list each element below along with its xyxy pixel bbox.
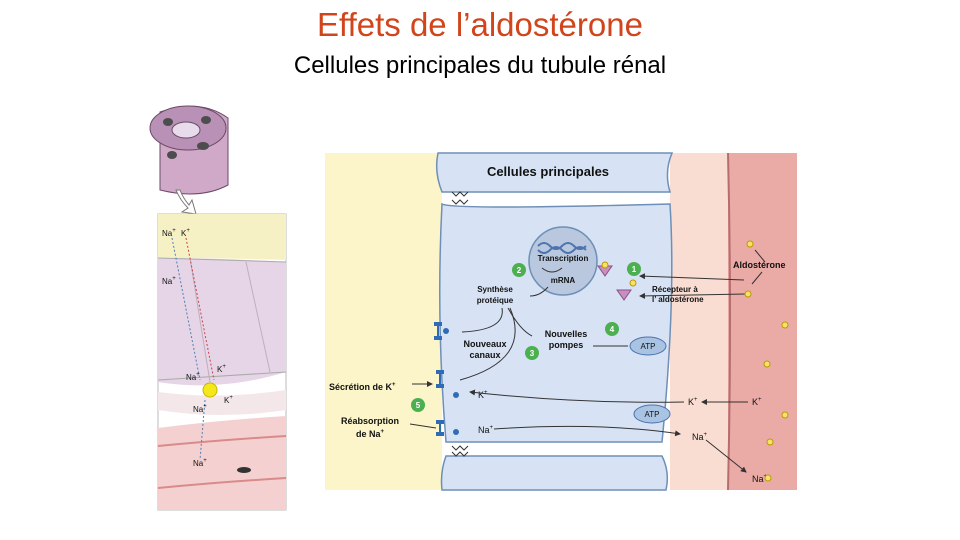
na-label-cell: Na+ <box>478 425 494 435</box>
synthese-label-1: Synthèse <box>477 285 513 294</box>
synthese-label-2: protéique <box>477 296 514 305</box>
step-badge-2: 2 <box>512 263 526 277</box>
svg-text:ATP: ATP <box>645 410 660 419</box>
zoom-na-label-5: Na+ <box>193 458 207 468</box>
bottom-cell <box>440 455 669 491</box>
nucleus: Transcription mRNA <box>528 226 598 296</box>
top-cell <box>435 152 674 193</box>
svg-text:4: 4 <box>610 325 615 334</box>
cells-header: Cellules principales <box>487 164 609 179</box>
zoom-k-label-3: K+ <box>224 395 233 405</box>
k-label-capillary: K+ <box>752 397 762 407</box>
na-label-interstitium: Na+ <box>692 432 708 442</box>
reabsorption-label-1: Réabsorption <box>341 416 399 426</box>
step-badge-4: 4 <box>605 322 619 336</box>
zoom-na-label-3: Na+ <box>186 372 200 382</box>
page-title: Effets de l’aldostérone <box>317 6 643 43</box>
k-label-cell: K+ <box>478 390 488 400</box>
aldosterone-label: Aldostérone <box>733 260 786 270</box>
zoom-na-label-2: Na+ <box>162 276 176 286</box>
capillary-region <box>728 153 797 490</box>
atp-pump-basolateral: ATP <box>633 404 671 424</box>
tubule-cross-section <box>149 105 229 195</box>
step-badge-1: 1 <box>627 262 641 276</box>
recepteur-label-2: l’ aldostérone <box>652 295 704 304</box>
aldosterone-molecules <box>744 240 789 482</box>
zoom-na-label-4: Na+ <box>193 404 207 414</box>
nouveaux-canaux-label-2: canaux <box>469 350 500 360</box>
receptor-membrane-icon <box>616 289 632 301</box>
channel-na <box>436 420 459 436</box>
atp-pump-new: ATP <box>629 336 667 356</box>
tight-junction-bottom <box>451 445 469 457</box>
mrna-label: mRNA <box>551 276 576 285</box>
svg-text:5: 5 <box>416 401 421 410</box>
k-label-interstitium: K+ <box>688 397 698 407</box>
svg-text:2: 2 <box>517 266 522 275</box>
lumen-region <box>325 153 442 490</box>
zoom-arrow-icon <box>175 189 197 215</box>
nouveaux-canaux-label-1: Nouveaux <box>463 339 506 349</box>
zoom-na-label-1: Na+ <box>162 228 176 238</box>
main-diagram: Cellules principales Transcription mRNA … <box>325 152 797 491</box>
zoom-k-label-2: K+ <box>217 364 226 374</box>
nouvelles-pompes-label-1: Nouvelles <box>545 329 588 339</box>
channel-k <box>436 370 459 398</box>
channel-new-top <box>434 322 449 340</box>
secretion-k-label: Sécrétion de K+ <box>329 382 396 392</box>
transcription-label: Transcription <box>538 254 589 263</box>
step-badge-5: 5 <box>411 398 425 412</box>
page-subtitle: Cellules principales du tubule rénal <box>293 52 667 79</box>
zoom-k-label-1: K+ <box>181 228 190 238</box>
svg-text:ATP: ATP <box>641 342 656 351</box>
recepteur-label-1: Récepteur à <box>652 285 698 294</box>
svg-text:3: 3 <box>530 349 535 358</box>
svg-text:1: 1 <box>632 265 637 274</box>
tight-junction-top <box>451 191 469 205</box>
reabsorption-label-2: de Na+ <box>356 429 385 439</box>
step-badge-3: 3 <box>525 346 539 360</box>
nouvelles-pompes-label-2: pompes <box>549 340 584 350</box>
tubule-zoom-box: Na+ K+ Na+ Na+ K+ K+ Na+ Na+ <box>157 213 287 511</box>
